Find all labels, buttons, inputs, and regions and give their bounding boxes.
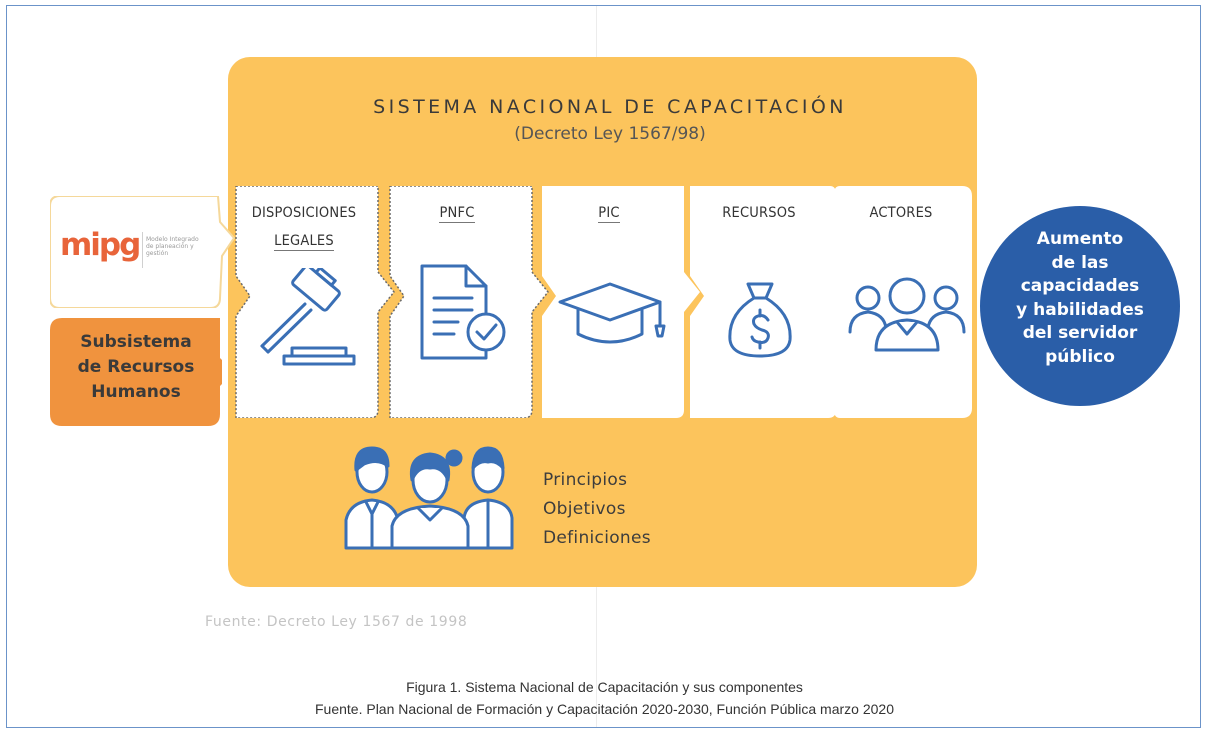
outcome-line: capacidades (1020, 276, 1140, 296)
outcome-line: público (1045, 346, 1115, 367)
subsistema-line: Subsistema (80, 332, 192, 352)
outcome-line: y habilidades (1016, 299, 1144, 320)
subsistema-box (50, 318, 222, 426)
money-bag-icon (728, 282, 792, 358)
bottom-list-item: Definiciones (543, 528, 651, 548)
chevron-label-pic: PIC (544, 199, 674, 227)
outcome-line: del servidor (1022, 323, 1138, 343)
outcome-line: Aumento (1036, 229, 1124, 249)
subsistema-label: Subsistema de Recursos Humanos (50, 330, 222, 405)
graduation-cap-icon (558, 282, 666, 344)
diagram-subtitle: (Decreto Ley 1567/98) (514, 124, 706, 144)
gavel-icon (260, 268, 356, 366)
label-line: PNFC (392, 199, 522, 227)
bottom-list-item: Objetivos (543, 499, 626, 519)
chevron-recursos (690, 186, 836, 418)
label-line: ACTORES (869, 205, 933, 221)
label-line-underlined: PNFC (439, 205, 475, 223)
chevron-pic (542, 186, 700, 418)
label-line: PIC (544, 199, 674, 227)
figure-source: Fuente. Plan Nacional de Formación y Cap… (314, 701, 894, 717)
document-check-icon (420, 264, 506, 360)
mipg-tagline: Modelo Integrado de planeación y gestión (146, 236, 199, 257)
subsistema-line: de Recursos (77, 357, 195, 377)
chevron-label-disposiciones: DISPOSICIONES LEGALES (228, 199, 380, 255)
chevron-label-recursos: RECURSOS (694, 199, 824, 227)
figure-frame (6, 5, 1201, 728)
chevron-label-pnfc: PNFC (392, 199, 522, 227)
outcome-line: de las (1051, 252, 1109, 273)
outcome-label: Aumento de las capacidades y habilidades… (990, 228, 1170, 369)
bottom-list-item: Principios (543, 470, 628, 490)
chevron-label-actores: ACTORES (836, 199, 966, 227)
label-line: LEGALES (228, 227, 380, 255)
diagram-title: SISTEMA NACIONAL DE CAPACITACIÓN (373, 96, 847, 118)
people-icon (344, 446, 514, 550)
figure-caption: Figura 1. Sistema Nacional de Capacitaci… (406, 679, 803, 695)
label-line: DISPOSICIONES (251, 205, 357, 221)
bottom-list: Principios Objetivos Definiciones (543, 466, 651, 553)
group-icon (848, 277, 966, 352)
label-line-underlined: PIC (598, 205, 620, 223)
mipg-divider (142, 232, 143, 268)
subsistema-line: Humanos (91, 382, 181, 402)
inner-source-note: Fuente: Decreto Ley 1567 de 1998 (205, 614, 468, 630)
label-line: RECURSOS (722, 205, 796, 221)
label-line-underlined: LEGALES (274, 233, 334, 251)
outcome-ellipse (980, 206, 1180, 406)
chevron-pnfc (389, 186, 549, 418)
mipg-logo: mipg (60, 227, 141, 263)
